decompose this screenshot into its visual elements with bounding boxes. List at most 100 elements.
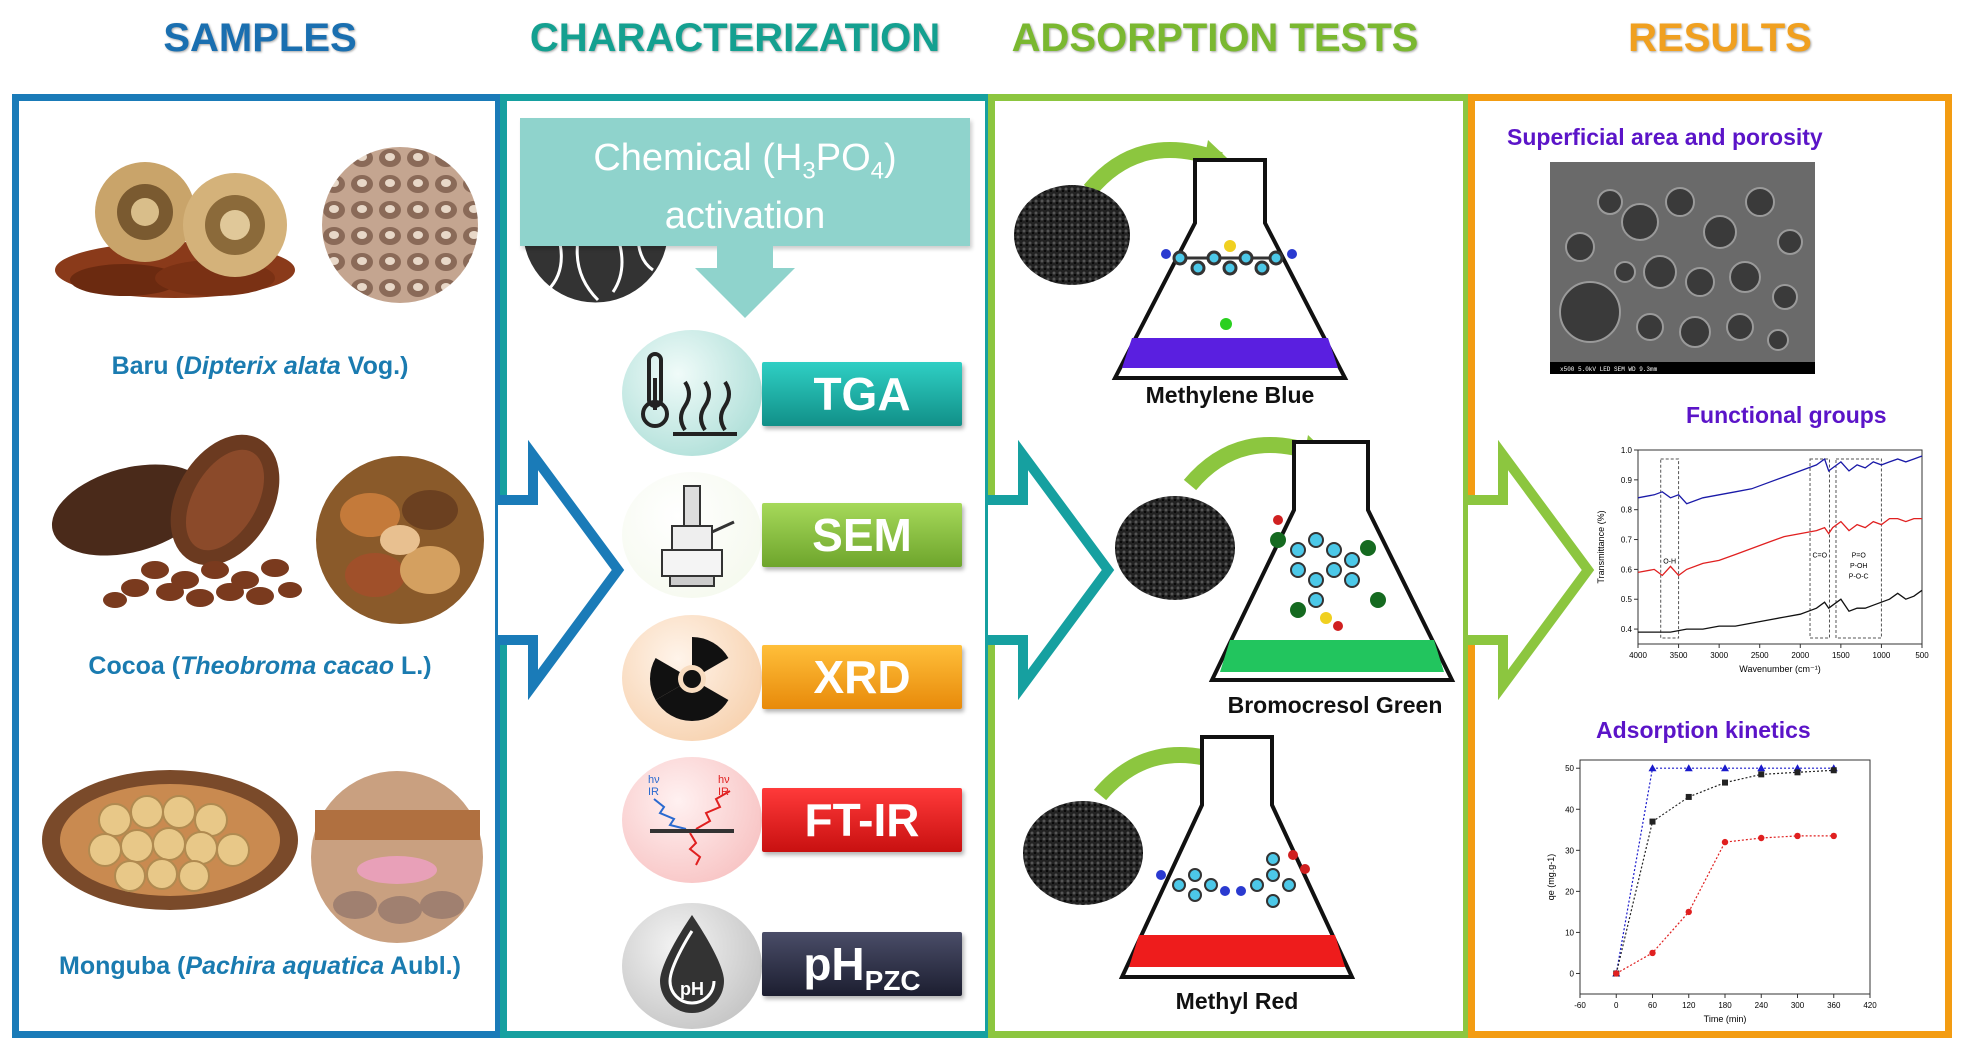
ftir-annotation-poc: P-O-C <box>1849 573 1869 580</box>
kin-point-2 <box>1794 832 1801 840</box>
ftir-icon-text-a: hν <box>648 774 660 786</box>
activation-line1: Chemical (H3PO4) <box>593 137 897 185</box>
kin-point-0 <box>1757 764 1766 772</box>
kin-point-1 <box>1685 793 1692 800</box>
header-results: RESULTS <box>1628 16 1812 60</box>
cocoa-husks-circle-image <box>316 456 484 624</box>
ftir-icon-text-b: IR <box>648 786 659 798</box>
kin-series-line-2 <box>1616 835 1834 975</box>
flask-methylene-blue <box>1111 158 1349 380</box>
kin-point-2 <box>1721 838 1729 846</box>
kin-x-tick-label: 300 <box>1791 1001 1805 1010</box>
ftir-icon-text-c: hν <box>718 774 730 786</box>
test-label-methyl-red: Methyl Red <box>1175 988 1299 1014</box>
ftir-region-box <box>1660 458 1680 639</box>
ftir-annotation-co: C=O <box>1812 552 1827 559</box>
results-ftir-title: Functional groups <box>1686 402 1887 428</box>
ftir-y-tick-label: 0.4 <box>1621 625 1633 634</box>
tga-label: TGA <box>762 362 962 426</box>
ftir-x-tick-label: 2500 <box>1751 651 1769 660</box>
kin-x-tick-label: 240 <box>1755 1001 1769 1010</box>
sample-label-monguba: Monguba (Pachira aquatica Aubl.) <box>59 952 461 980</box>
kin-x-tick-label: 0 <box>1614 1001 1619 1010</box>
kin-plot-frame <box>1579 759 1871 995</box>
ftir-region-box <box>1809 458 1830 639</box>
kin-point-0 <box>1684 764 1693 772</box>
ftir-y-tick-label: 0.6 <box>1621 565 1633 574</box>
ir-beam-icon: hν IR hν IR <box>648 774 734 866</box>
kin-point-1 <box>1830 767 1837 774</box>
baru-fruits-circle-image <box>322 147 478 303</box>
test-label-methylene-blue: Methylene Blue <box>1145 382 1315 408</box>
ftir-y-tick-label: 0.8 <box>1621 506 1633 515</box>
kin-point-1 <box>1794 769 1801 776</box>
header-adsorption: ADSORPTION TESTS <box>1011 16 1419 60</box>
results-kinetics-title: Adsorption kinetics <box>1596 717 1811 743</box>
ftir-annotation-poh: P-OH <box>1850 563 1868 570</box>
ftir-y-axis-label: Transmittance (%) <box>1596 510 1606 583</box>
cocoa-pod-image <box>51 434 302 608</box>
ftir-x-tick-label: 1000 <box>1873 651 1891 660</box>
ftir-annotation-po: P=O <box>1852 552 1867 559</box>
kin-x-tick-label: -60 <box>1574 1001 1586 1010</box>
ph-drop-text: pH <box>680 979 704 999</box>
kin-series-line-0 <box>1615 767 1834 974</box>
ftir-annotation-oh: O-H <box>1663 558 1676 565</box>
kin-y-axis-label: qe (mg.g-1) <box>1546 854 1556 901</box>
kin-point-2 <box>1649 949 1656 957</box>
kin-point-2 <box>1830 832 1837 840</box>
kin-point-2 <box>1685 908 1692 916</box>
kin-y-tick-label: 10 <box>1565 928 1574 937</box>
ftir-plot-frame <box>1637 449 1923 645</box>
phpzc-label: pHPZC <box>762 932 962 996</box>
kin-x-tick-label: 60 <box>1648 1001 1657 1010</box>
carbon-pile-3 <box>1023 801 1143 905</box>
ph-drop-icon: pH <box>660 915 724 1013</box>
ftir-x-tick-label: 4000 <box>1629 651 1647 660</box>
kin-point-1 <box>1722 779 1728 786</box>
monguba-seeds-circle-image <box>311 771 483 943</box>
test-label-bromocresol-green: Bromocresol Green <box>1227 692 1443 718</box>
results-area-title: Superficial area and porosity <box>1507 124 1823 150</box>
microscope-icon <box>661 485 735 587</box>
kin-y-tick-label: 30 <box>1565 846 1574 855</box>
sem-micrograph-image: x500 5.0kV LED SEM WD 9.3mm <box>1550 162 1815 374</box>
kin-point-0 <box>1648 764 1657 772</box>
activated-carbon-icon <box>523 230 668 303</box>
arrow-characterization-to-adsorption <box>988 440 1115 700</box>
kin-y-tick-label: 50 <box>1565 764 1574 773</box>
kin-x-tick-label: 180 <box>1718 1001 1732 1010</box>
ftir-y-tick-label: 0.9 <box>1621 476 1633 485</box>
kin-point-2 <box>1758 834 1765 842</box>
ftir-region-box <box>1835 458 1882 639</box>
ftir-x-tick-label: 3500 <box>1670 651 1688 660</box>
activation-line2: activation <box>664 194 826 237</box>
monguba-pod-image <box>42 770 298 910</box>
kin-point-1 <box>1649 818 1656 825</box>
kin-x-axis-label: Time (min) <box>1704 1014 1747 1024</box>
ftir-label: FT-IR <box>762 788 962 852</box>
ftir-series-line-0 <box>1637 455 1923 505</box>
kin-y-tick-label: 0 <box>1570 969 1575 978</box>
ftir-y-tick-label: 0.5 <box>1621 595 1633 604</box>
flask-bromocresol-green <box>1208 440 1456 682</box>
ftir-x-axis-label: Wavenumber (cm⁻¹) <box>1739 664 1820 674</box>
sem-label: SEM <box>762 503 962 567</box>
kin-y-tick-label: 20 <box>1565 887 1574 896</box>
carbon-pile-2 <box>1115 496 1235 600</box>
kin-x-tick-label: 360 <box>1827 1001 1841 1010</box>
thermometer-heat-icon <box>641 352 737 436</box>
kin-point-1 <box>1758 771 1765 778</box>
activation-box: Chemical (H3PO4) activation <box>520 118 970 246</box>
header-characterization: CHARACTERIZATION <box>529 16 941 60</box>
ftir-icon-text-d: IR <box>718 786 729 798</box>
activation-down-arrow <box>695 246 795 318</box>
sem-icon-circle <box>622 472 762 598</box>
carbon-pile-1 <box>1014 185 1130 285</box>
ftir-x-tick-label: 1500 <box>1832 651 1850 660</box>
radiation-icon <box>650 637 729 722</box>
baru-seeds-image <box>55 162 295 298</box>
ftir-x-tick-label: 500 <box>1915 651 1929 660</box>
